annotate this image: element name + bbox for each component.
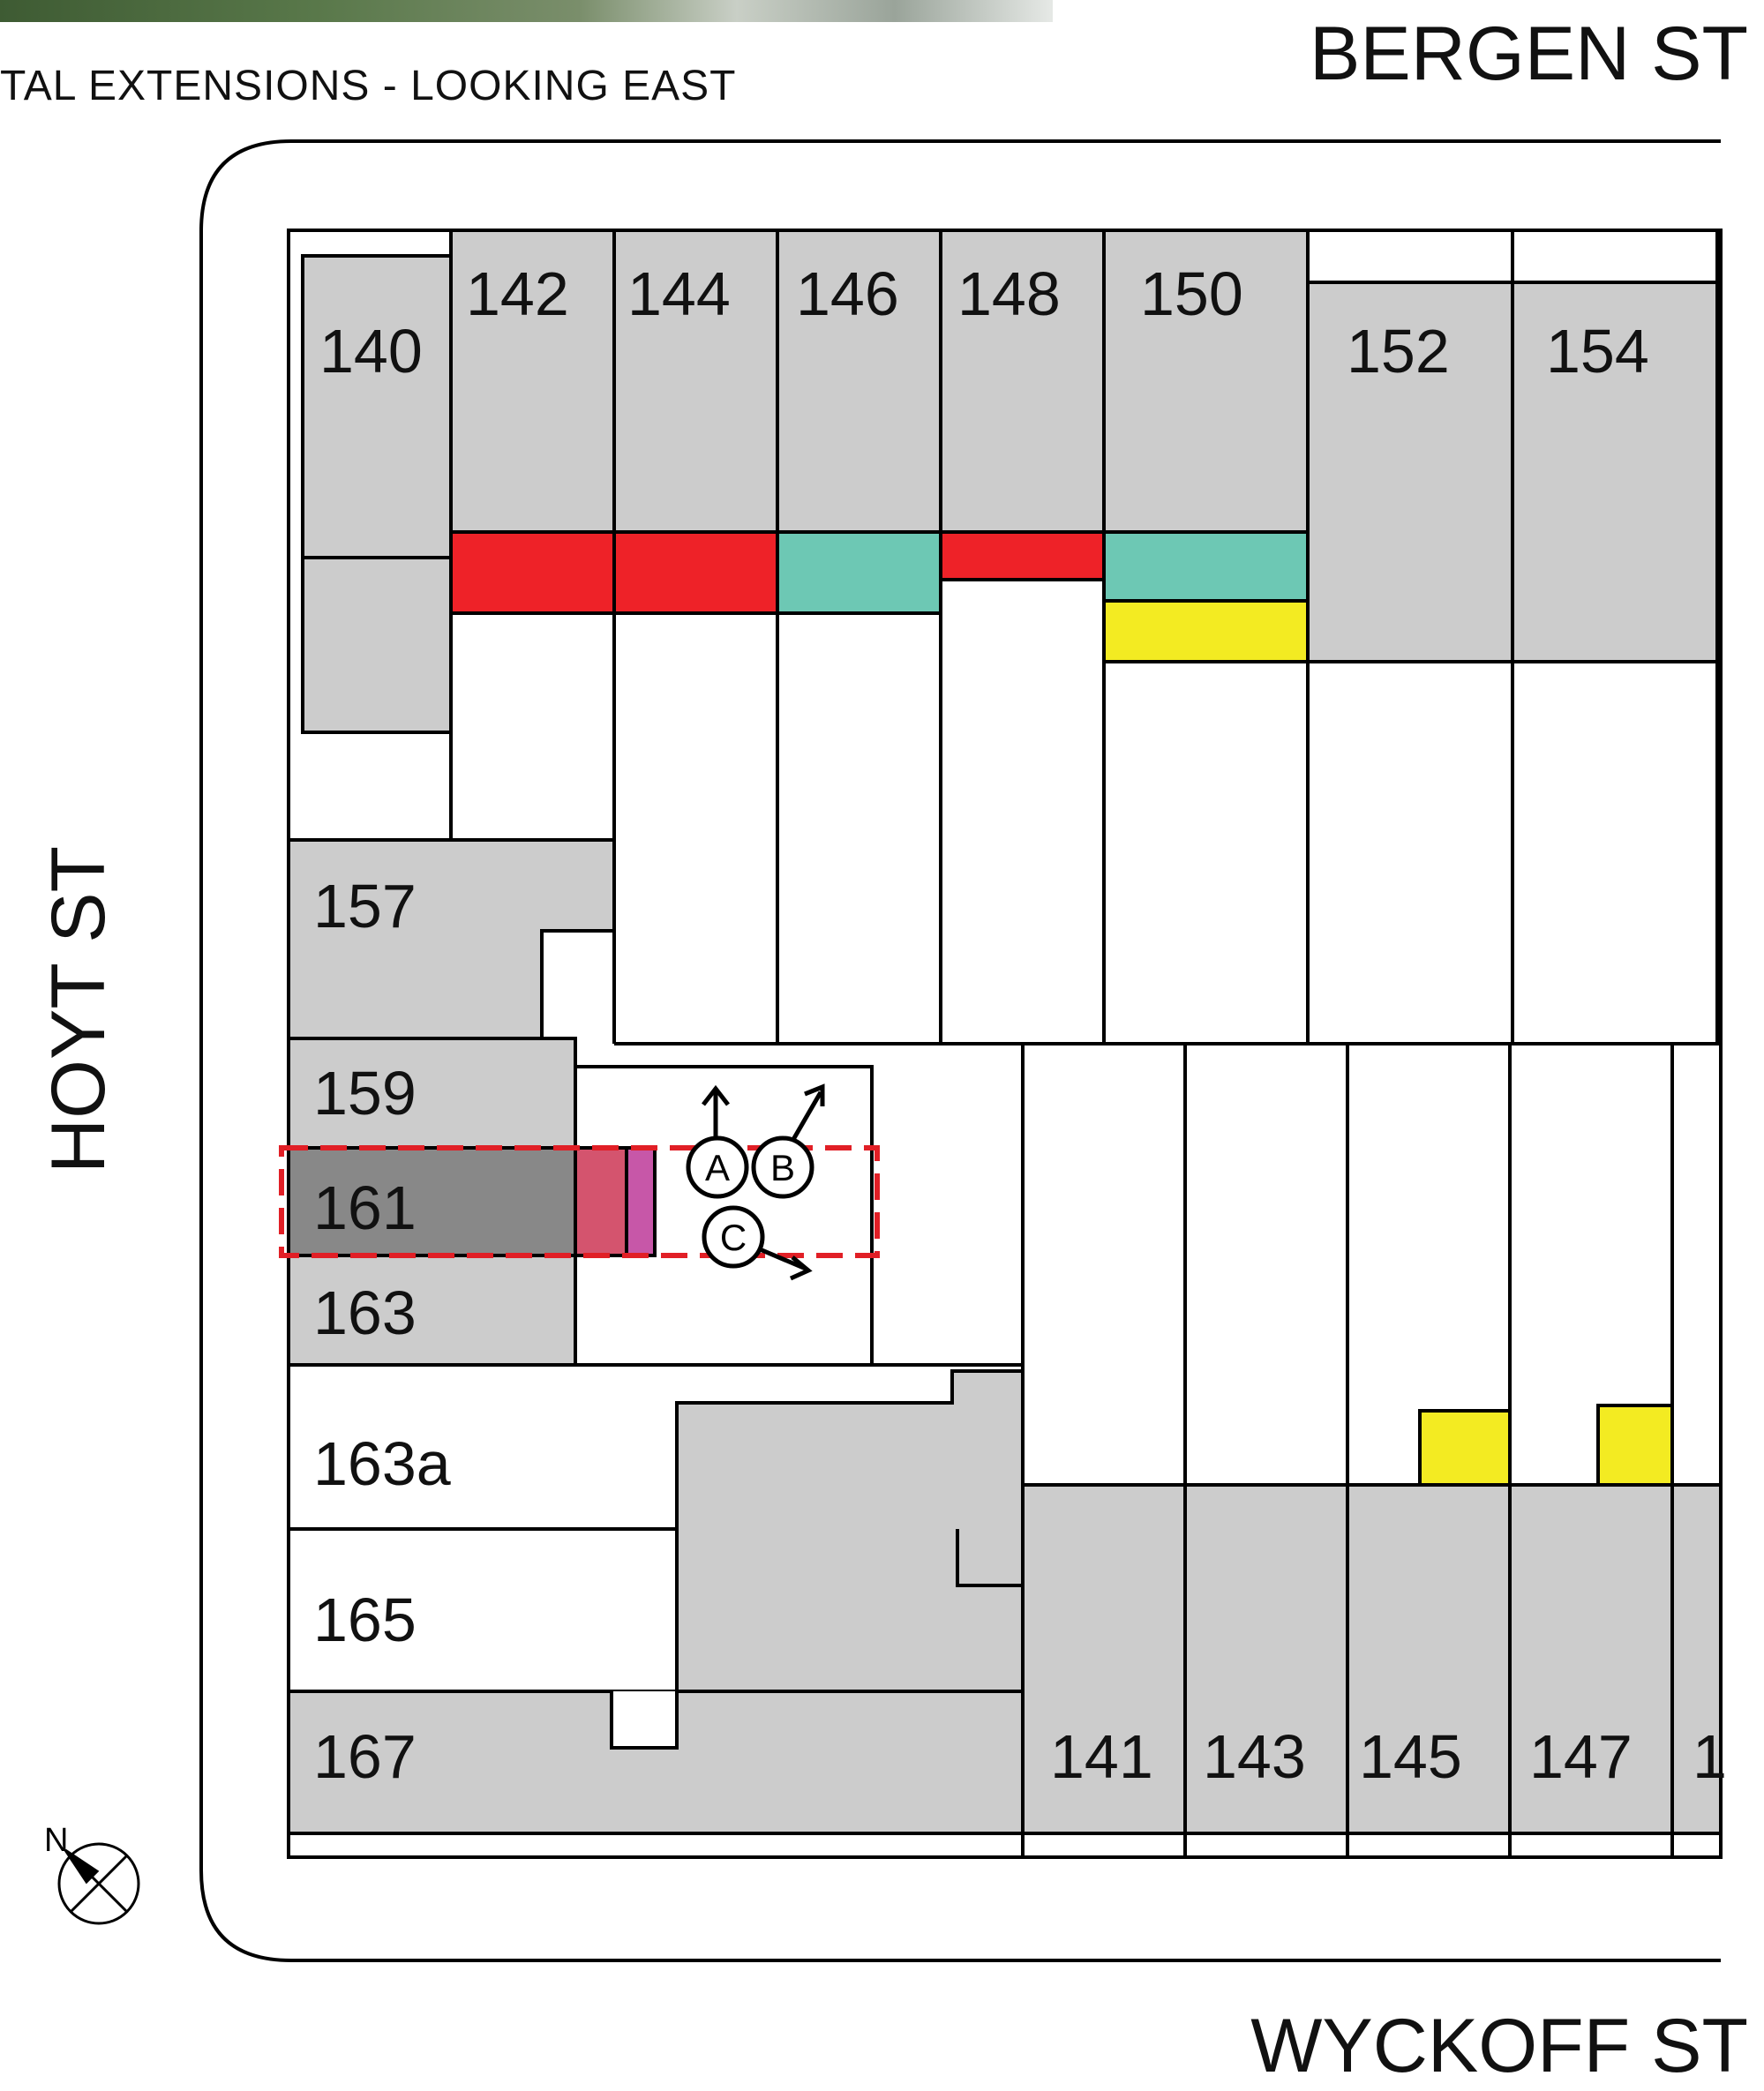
extension-150-lower <box>1102 599 1310 663</box>
lot-label-150: 150 <box>1140 259 1243 328</box>
subject-lot-highlight <box>279 1145 880 1258</box>
lot-140-rear <box>301 556 453 734</box>
lot-label-143: 143 <box>1203 1722 1306 1791</box>
extension-161-magenta <box>625 1146 657 1257</box>
lot-label-152: 152 <box>1347 317 1450 386</box>
lot-label-144: 144 <box>627 259 731 328</box>
lot-label-145: 145 <box>1359 1722 1462 1791</box>
north-label: N <box>44 1822 68 1859</box>
lot-label-142: 142 <box>466 259 569 328</box>
lot-label-140: 140 <box>319 317 423 386</box>
west-column <box>287 838 1025 1857</box>
viewpoint-b: B <box>751 1083 825 1199</box>
lot-label-159: 159 <box>313 1059 417 1128</box>
south-row <box>1021 1044 1723 1857</box>
extension-161-pink <box>574 1146 628 1257</box>
lot-label-161: 161 <box>313 1173 417 1242</box>
lot-159-building <box>287 1037 577 1150</box>
extension-148 <box>939 530 1106 581</box>
extension-150-upper <box>1102 530 1310 603</box>
extension-145 <box>1418 1409 1512 1487</box>
lot-label-149-partial: 1 <box>1693 1722 1727 1791</box>
lot-label-157: 157 <box>313 872 417 941</box>
viewpoint-a: A <box>686 1084 749 1199</box>
viewpoint-c: C <box>702 1205 813 1281</box>
lot-label-147: 147 <box>1529 1722 1633 1791</box>
lot-146-building <box>776 229 942 534</box>
plan-caption: TAL EXTENSIONS - LOOKING EAST <box>0 63 737 109</box>
extension-146 <box>776 530 942 615</box>
lot-labels: 140 142 144 146 148 150 152 154 157 159 … <box>313 259 1727 1791</box>
north-row <box>289 229 1721 1046</box>
street-label-wyckoff: WYCKOFF ST <box>1250 2004 1748 2088</box>
lot-label-163: 163 <box>313 1278 417 1347</box>
lot-label-148: 148 <box>957 259 1061 328</box>
lot-label-154: 154 <box>1546 317 1649 386</box>
extension-142 <box>449 530 616 615</box>
lot-label-146: 146 <box>796 259 899 328</box>
lot-140-building <box>301 254 453 559</box>
lot-label-163a: 163a <box>313 1429 451 1498</box>
lot-141-building <box>1021 1483 1187 1835</box>
lot-label-165: 165 <box>313 1585 417 1654</box>
viewpoint-a-label: A <box>705 1147 730 1188</box>
viewpoint-c-label: C <box>720 1217 747 1258</box>
lots-163a-165-rear-building <box>675 1369 1025 1693</box>
extension-144 <box>612 530 779 615</box>
compass-icon <box>57 1842 140 1925</box>
lot-142-building <box>449 229 616 534</box>
viewpoint-markers: A B C <box>686 1083 825 1281</box>
street-label-bergen: BERGEN ST <box>1310 11 1748 96</box>
north-arrow: N <box>44 1822 140 1925</box>
lot-154-building <box>1511 281 1719 663</box>
lot-152-building <box>1306 281 1514 663</box>
lot-144-building <box>612 229 779 534</box>
lot-167-notch <box>610 1691 679 1750</box>
lot-143-building <box>1183 1483 1349 1835</box>
viewpoint-b-label: B <box>770 1147 795 1188</box>
lot-165-rear-notch <box>956 1529 1023 1587</box>
photo-strip <box>0 0 1053 22</box>
lot-148-building <box>939 229 1106 534</box>
lot-145-building <box>1346 1483 1512 1835</box>
block-outline <box>199 139 1721 1962</box>
extension-147 <box>1596 1404 1674 1487</box>
lot-147-building <box>1508 1483 1674 1835</box>
lot-label-141: 141 <box>1050 1722 1153 1791</box>
lot-label-167: 167 <box>313 1722 417 1791</box>
